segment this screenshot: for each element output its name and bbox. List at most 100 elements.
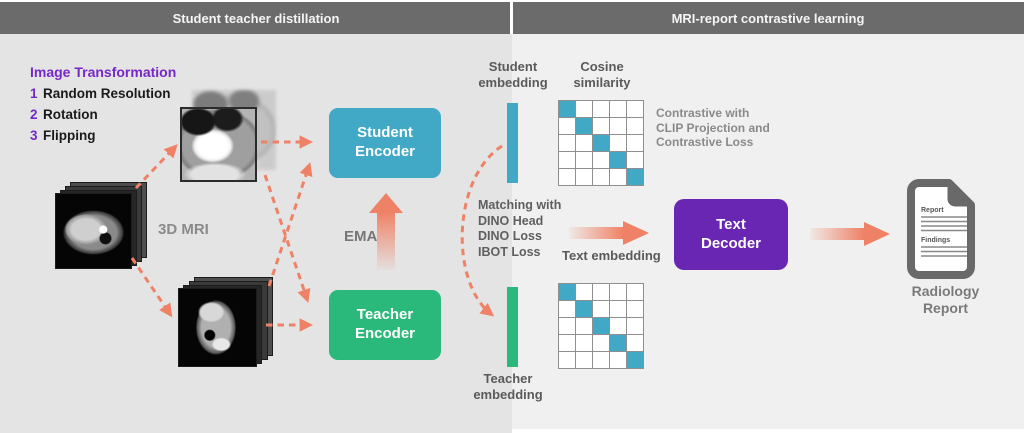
matrix-cell — [576, 352, 592, 368]
matrix-cell — [593, 301, 609, 317]
mri-stack-image — [55, 182, 147, 269]
matrix-cell-filled — [627, 352, 643, 368]
matrix-cell-filled — [559, 101, 575, 117]
matrix-cell — [627, 284, 643, 300]
text-embedding-label: Text embedding — [562, 248, 661, 263]
ema-label: EMA — [344, 228, 378, 245]
text-decoder-label: Text Decoder — [700, 215, 762, 252]
text-embedding-arrow-icon — [623, 221, 649, 245]
matrix-cell — [627, 301, 643, 317]
matrix-cell — [559, 135, 575, 151]
transform-item-1: 1 Random Resolution — [30, 86, 176, 101]
matrix-cell — [593, 169, 609, 185]
student-embedding-bar — [507, 103, 518, 183]
matrix-cell — [559, 352, 575, 368]
matrix-cell-filled — [576, 118, 592, 134]
matrix-cell-filled — [593, 318, 609, 334]
contrastive-note-line2: CLIP Projection and — [656, 120, 770, 135]
cosine-similarity-matrix-bottom — [558, 283, 644, 369]
matrix-cell — [610, 135, 626, 151]
contrastive-note-line3: Contrastive Loss — [656, 135, 754, 149]
matrix-cell — [593, 101, 609, 117]
transform-item-3-label: Flipping — [43, 128, 96, 143]
student-encoder-box: Student Encoder — [329, 108, 441, 178]
matrix-cell-filled — [576, 301, 592, 317]
student-encoder-label: Student Encoder — [354, 124, 415, 160]
matrix-cell — [610, 284, 626, 300]
augmented-view-1-crop — [180, 107, 257, 182]
matrix-cell — [576, 101, 592, 117]
header-divider — [510, 2, 513, 34]
matrix-cell — [627, 318, 643, 334]
text-decoder-box: Text Decoder — [674, 199, 788, 270]
report-icon-title: Report — [921, 207, 944, 214]
teacher-embedding-bar — [507, 287, 518, 367]
matching-note-line4: IBOT Loss — [478, 244, 541, 259]
radiology-report-label: Radiology Report — [911, 283, 980, 317]
text-embedding-arrow-shaft — [569, 227, 623, 239]
matrix-cell — [627, 135, 643, 151]
report-lines-top — [921, 216, 967, 232]
matrix-cell — [559, 318, 575, 334]
transform-item-2: 2 Rotation — [30, 107, 176, 122]
matrix-cell-filled — [559, 284, 575, 300]
matrix-cell — [627, 101, 643, 117]
matrix-cell-filled — [593, 135, 609, 151]
ema-arrow-shaft — [377, 212, 395, 270]
report-document-icon: Report Findings — [907, 179, 975, 279]
teacher-encoder-label: Teacher Encoder — [354, 306, 415, 342]
transform-item-2-label: Rotation — [43, 107, 98, 122]
contrastive-note-line1: Contrastive with — [656, 106, 750, 120]
cosine-similarity-label: Cosine similarity — [573, 59, 631, 90]
matrix-cell — [576, 152, 592, 168]
transform-item-1-label: Random Resolution — [43, 86, 171, 101]
matrix-cell — [576, 284, 592, 300]
matrix-cell — [576, 135, 592, 151]
bottom-strip — [512, 429, 1024, 433]
header-right: MRI-report contrastive learning — [512, 2, 1024, 34]
dashed-arc-student-to-teacher-embedding — [460, 144, 503, 317]
decoder-to-report-arrow-shaft — [810, 228, 864, 240]
matrix-cell — [576, 318, 592, 334]
matching-note-line1: Matching with — [478, 198, 562, 212]
matching-note: Matching with DINO Head DINO Loss IBOT L… — [478, 198, 561, 260]
matrix-cell — [559, 301, 575, 317]
ema-arrow-icon — [369, 193, 403, 213]
dashed-arrow-mri-to-view1 — [134, 144, 178, 190]
matrix-cell — [627, 335, 643, 351]
dashed-arrow-view2-to-student — [267, 162, 313, 287]
matrix-cell — [610, 318, 626, 334]
matching-note-line3: DINO Loss — [478, 229, 542, 243]
dashed-arrow-mri-to-view2 — [130, 257, 173, 318]
matrix-cell — [559, 169, 575, 185]
matrix-cell — [593, 284, 609, 300]
matrix-cell — [627, 118, 643, 134]
transform-item-1-num: 1 — [30, 86, 38, 101]
cosine-similarity-matrix-top — [558, 100, 644, 186]
transform-item-2-num: 2 — [30, 107, 38, 122]
header-left: Student teacher distillation — [0, 2, 512, 34]
matrix-cell — [610, 169, 626, 185]
header-right-title: MRI-report contrastive learning — [671, 10, 865, 26]
teacher-embedding-label: Teacher embedding — [473, 371, 543, 402]
matrix-cell-filled — [627, 169, 643, 185]
matrix-cell-filled — [610, 152, 626, 168]
decoder-to-report-arrow-icon — [864, 222, 890, 246]
report-folded-corner — [947, 179, 975, 207]
matrix-cell — [559, 152, 575, 168]
matrix-cell — [610, 301, 626, 317]
contrastive-note: Contrastive with CLIP Projection and Con… — [656, 106, 770, 150]
augmented-view-1 — [180, 90, 276, 184]
matrix-cell — [559, 335, 575, 351]
image-transformation-title: Image Transformation — [30, 64, 177, 80]
matrix-cell — [576, 169, 592, 185]
dashed-arrow-view1-to-teacher — [263, 174, 311, 303]
matrix-cell — [593, 335, 609, 351]
report-lines-bottom — [921, 246, 967, 257]
mri-label: 3D MRI — [158, 221, 209, 238]
augmented-view-2 — [178, 277, 273, 367]
